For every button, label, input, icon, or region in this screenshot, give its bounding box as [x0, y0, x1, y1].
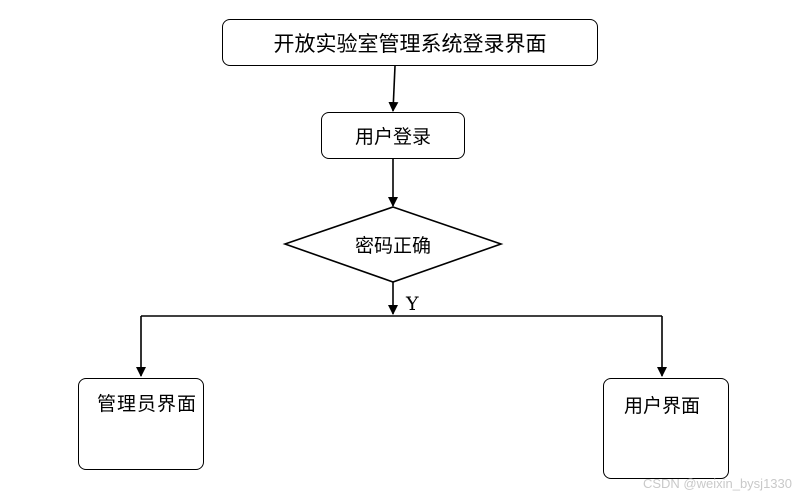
title-box: 开放实验室管理系统登录界面: [222, 19, 598, 66]
arrow-title-to-login: [388, 65, 399, 112]
yes-branch-label: Y: [406, 293, 419, 315]
admin-page-box: 管理员界面: [78, 378, 204, 470]
decision-label: 密码正确: [354, 234, 431, 257]
login-box: 用户登录: [321, 112, 465, 159]
user-page-box: 用户界面: [603, 378, 729, 479]
watermark: CSDN @weixin_bysj1330: [642, 476, 792, 491]
